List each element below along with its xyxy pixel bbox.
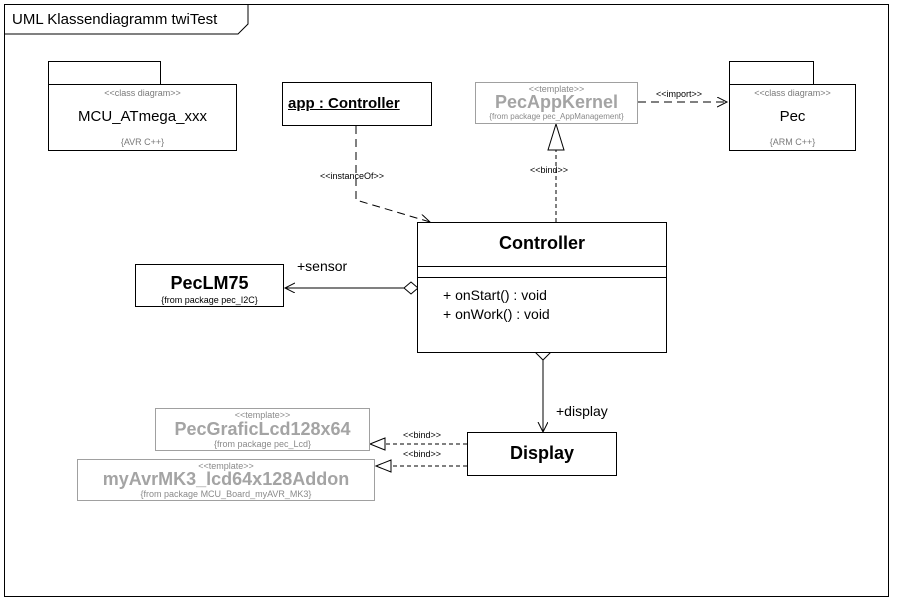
pec-language: {ARM C++} [769,137,816,147]
bind-triangle [547,122,565,151]
appkernel-origin: {from package pec_AppManagement} [489,112,624,121]
mcu-package-name: MCU_ATmega_xxx [78,108,207,125]
display-name: Display [509,443,575,463]
bind-label: <<bind>> [530,165,569,175]
pec-stereotype: <<class diagram>> [754,88,831,98]
peclm75-class[interactable]: PecLM75 {from package pec_I2C} [135,264,284,307]
addon-origin: {from package MCU_Board_myAVR_MK3} [140,489,312,499]
appkernel-name: PecAppKernel [494,92,619,112]
lcd-origin: {from package pec_Lcd} [213,439,312,449]
diagram-frame [4,4,889,597]
operation-onwork: + onWork() : void [443,306,550,322]
mcu-package[interactable] [48,61,240,153]
appkernel-stereotype: <<template>> [528,84,585,94]
controller-class[interactable]: Controller + onStart() : void + onWork()… [417,222,667,353]
pec-package-name: Pec [779,108,806,125]
import-label: <<import>> [656,89,703,99]
app-controller-object[interactable]: app : Controller [282,82,432,126]
controller-operations: + onStart() : void + onWork() : void [443,286,550,324]
lcd-name: PecGraficLcd128x64 [174,419,351,439]
controller-op-divider [418,277,666,278]
mcu-stereotype: <<class diagram>> [104,88,181,98]
controller-name: Controller [498,233,585,253]
instance-of-label: <<instanceOf>> [320,171,385,181]
bind-addon-label: <<bind>> [403,449,442,459]
peclm75-name: PecLM75 [170,273,249,293]
addon-name: myAvrMK3_lcd64x128Addon [102,469,350,489]
bind-addon-triangle [374,459,392,473]
lcd-template[interactable]: <<template>> PecGraficLcd128x64 {from pa… [155,408,370,451]
sensor-role-label: +sensor [297,258,348,274]
diagram-title: UML Klassendiagramm twiTest [12,11,218,28]
controller-attr-divider [418,266,666,267]
display-class[interactable]: Display [467,432,617,476]
operation-onstart: + onStart() : void [443,287,547,303]
pec-package-content: <<class diagram>> Pec {ARM C++} [729,82,856,150]
app-object-label: app : Controller [288,95,400,112]
bind-lcd-label: <<bind>> [403,430,442,440]
peclm75-origin: {from package pec_I2C} [161,295,258,305]
frame-tab [4,4,249,35]
mcu-language: {AVR C++} [120,137,165,147]
lcd-stereotype: <<template>> [234,410,291,420]
addon-stereotype: <<template>> [198,461,254,471]
appkernel-template[interactable]: <<template>> PecAppKernel {from package … [475,82,638,124]
mcu-package-content: <<class diagram>> MCU_ATmega_xxx {AVR C+… [48,82,237,150]
pec-package[interactable] [729,61,859,153]
addon-template[interactable]: <<template>> myAvrMK3_lcd64x128Addon {fr… [77,459,375,501]
bind-lcd-triangle [368,437,386,451]
display-role-label: +display [556,403,608,419]
sensor-aggregation-diamond [403,281,419,295]
